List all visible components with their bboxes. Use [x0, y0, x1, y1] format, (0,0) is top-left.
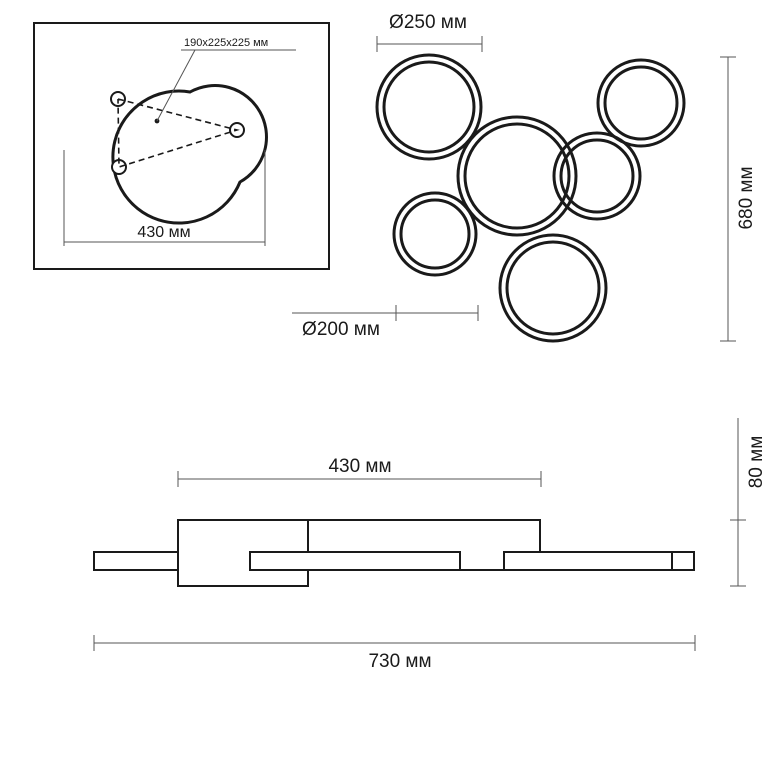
ring-center-large	[456, 115, 578, 237]
left-arm	[93, 551, 179, 571]
depth-dimension: 80 мм	[730, 418, 767, 587]
middle-arm	[249, 551, 461, 571]
hole-spacing-label: 190x225x225 мм	[184, 37, 268, 49]
top-view	[375, 53, 686, 343]
ring-right	[552, 131, 642, 221]
hole-spacing-leader	[156, 49, 196, 122]
base-width-dimension: 430 мм	[177, 456, 542, 487]
mount-plate-frame	[33, 22, 330, 270]
ring-bottom	[498, 233, 608, 343]
overall-width-dimension: 730 мм	[93, 635, 696, 672]
overall-width-label: 730 мм	[368, 651, 431, 672]
mount-plate-detail: 190x225x225 мм 430 мм	[33, 22, 330, 270]
side-view	[93, 519, 695, 587]
ring-left-small	[392, 191, 478, 277]
plate-width-label: 430 мм	[137, 224, 190, 241]
depth-label: 80 мм	[746, 436, 767, 489]
overall-height-dimension: 680 мм	[720, 56, 757, 342]
base-width-label: 430 мм	[328, 456, 391, 477]
ring-top-right	[596, 58, 686, 148]
small-ring-dimension: Ø200 мм	[292, 305, 479, 340]
small-ring-diameter-label: Ø200 мм	[302, 319, 380, 340]
right-arm	[503, 551, 695, 571]
large-ring-dimension: Ø250 мм	[376, 12, 483, 52]
hole-pattern-triangle	[117, 98, 240, 169]
ring-large-top-left	[375, 53, 483, 161]
overall-height-label: 680 мм	[736, 166, 757, 229]
mount-plate-outline	[111, 84, 268, 225]
large-ring-diameter-label: Ø250 мм	[389, 12, 467, 33]
